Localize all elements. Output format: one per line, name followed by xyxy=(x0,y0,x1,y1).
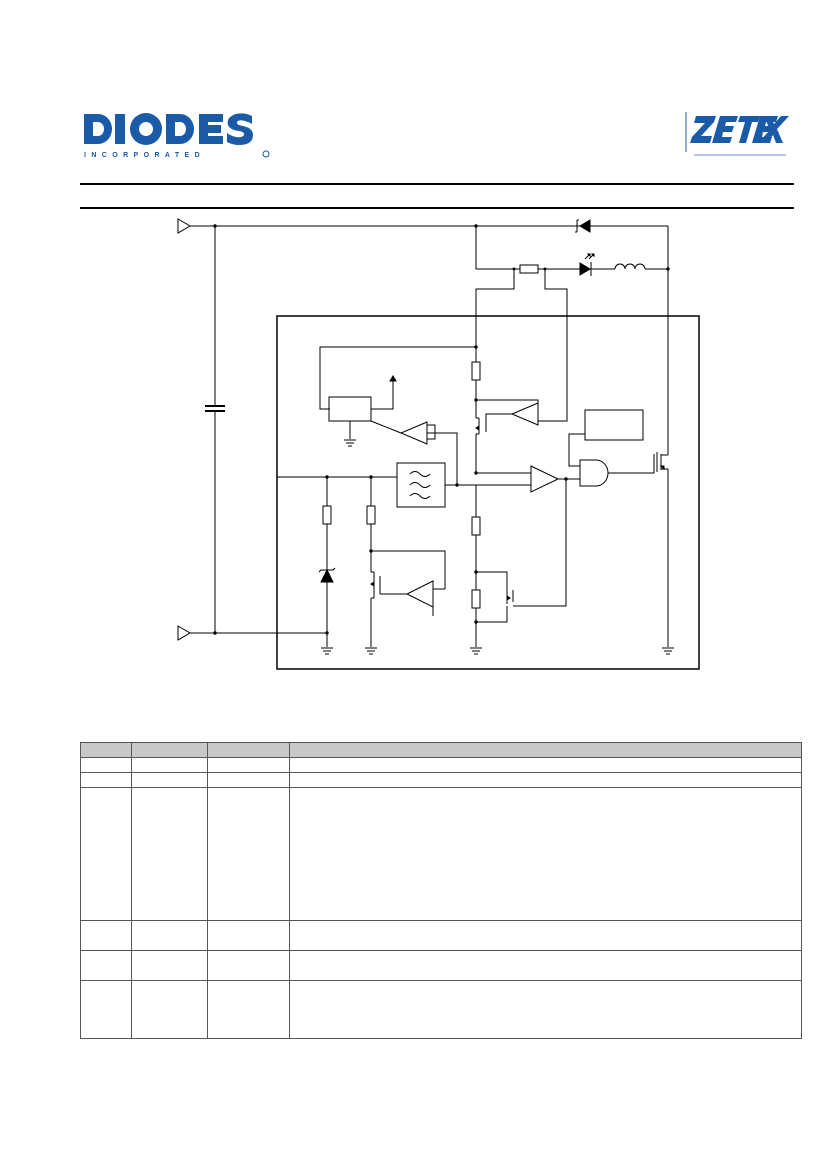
svg-text:INCORPORATED: INCORPORATED xyxy=(84,152,205,159)
column-header xyxy=(131,742,208,758)
mosfet xyxy=(475,400,487,435)
table-cell xyxy=(131,757,208,773)
table-cell xyxy=(131,920,208,951)
op-amp xyxy=(510,402,539,426)
block-diagram xyxy=(177,218,700,670)
table-cell xyxy=(207,772,290,788)
table-cell xyxy=(80,787,132,921)
table-cell xyxy=(289,772,802,788)
table-cell xyxy=(289,950,802,981)
resistor xyxy=(471,516,481,536)
ground xyxy=(470,647,482,655)
column-header xyxy=(80,742,132,758)
table-cell xyxy=(80,772,132,788)
ground xyxy=(344,439,356,447)
table-cell xyxy=(80,980,132,1039)
table-row xyxy=(80,757,802,773)
zener-diode xyxy=(318,567,336,583)
led xyxy=(579,253,595,276)
table-cell xyxy=(289,920,802,951)
op-amp xyxy=(399,421,428,445)
column-header xyxy=(289,742,802,758)
comparator xyxy=(530,465,560,493)
table-cell xyxy=(207,950,290,981)
table-row xyxy=(80,772,802,788)
header-rule-bottom xyxy=(80,207,794,209)
table-cell xyxy=(289,980,802,1039)
pin-description-table xyxy=(80,742,802,1039)
resistor xyxy=(322,505,332,525)
column-header xyxy=(207,742,290,758)
logic-block xyxy=(584,409,644,441)
table-cell xyxy=(80,920,132,951)
resistor xyxy=(471,361,481,381)
schottky-diode xyxy=(575,219,591,233)
ground xyxy=(321,647,333,655)
table-cell xyxy=(207,920,290,951)
resistor xyxy=(471,589,481,609)
table-row xyxy=(80,787,802,921)
and-gate xyxy=(579,459,609,487)
table-cell xyxy=(207,757,290,773)
table-cell xyxy=(131,980,208,1039)
table-cell xyxy=(207,980,290,1039)
table-cell xyxy=(131,772,208,788)
table-row xyxy=(80,920,802,951)
sense-resistor xyxy=(519,264,539,274)
header-rule-top xyxy=(80,183,794,185)
table-cell xyxy=(80,950,132,981)
table-row xyxy=(80,950,802,981)
ground xyxy=(662,647,674,655)
table-row xyxy=(80,980,802,1039)
ground-terminal xyxy=(177,625,191,641)
resistor xyxy=(366,505,376,525)
oscillator xyxy=(396,462,446,508)
inductor xyxy=(614,263,646,270)
table-cell xyxy=(80,757,132,773)
mosfet xyxy=(476,571,514,623)
op-amp xyxy=(405,580,434,608)
mosfet xyxy=(656,452,668,472)
diodes-logo: INCORPORATED xyxy=(84,113,270,159)
mosfet xyxy=(370,551,381,599)
table-cell xyxy=(289,787,802,921)
ic-boundary xyxy=(276,315,700,670)
capacitor xyxy=(205,226,225,633)
ground xyxy=(365,647,377,655)
regulator-block xyxy=(328,396,372,422)
table-cell xyxy=(131,787,208,921)
table-cell xyxy=(207,787,290,921)
table-cell xyxy=(289,757,802,773)
table-header-row xyxy=(80,742,802,758)
table-cell xyxy=(131,950,208,981)
input-terminal xyxy=(177,218,191,234)
zetex-logo xyxy=(685,112,789,156)
